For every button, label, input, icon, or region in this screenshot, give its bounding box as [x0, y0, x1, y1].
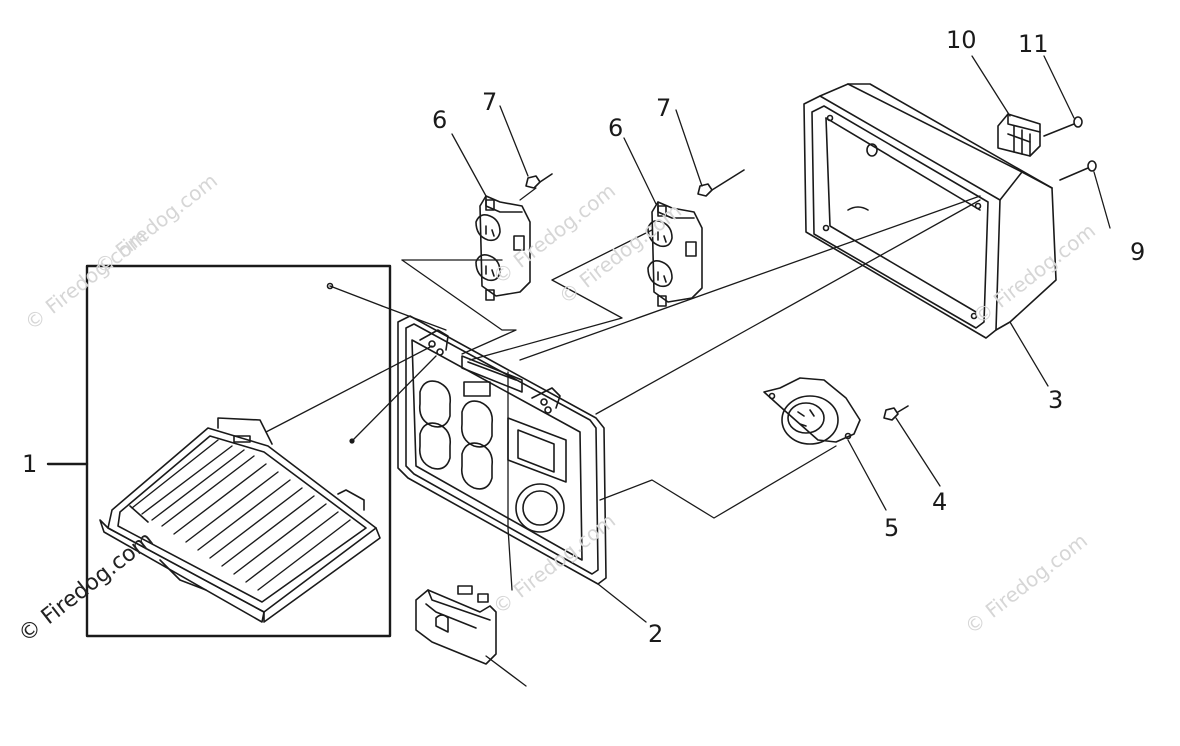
part-5-twist-lock-receptacle — [763, 377, 861, 445]
part-2-control-panel — [397, 315, 607, 585]
callout-11: 11 — [1018, 30, 1049, 58]
part-1-inset-box — [85, 264, 392, 638]
callout-3: 3 — [1048, 386, 1064, 414]
part-10-connector — [997, 113, 1041, 157]
part-7-nut-left — [525, 173, 553, 189]
callout-7-right: 7 — [656, 94, 672, 122]
callout-4: 4 — [932, 488, 948, 516]
part-6-receptacle-right — [647, 201, 703, 307]
part-4-nut — [883, 405, 909, 421]
part-1-cover — [99, 282, 383, 623]
part-6-receptacle-left — [475, 195, 531, 301]
part-9-screw — [1059, 160, 1097, 181]
callout-6-left: 6 — [432, 106, 448, 134]
part-11-screw — [1043, 116, 1083, 137]
callout-1: 1 — [22, 450, 38, 478]
callout-9: 9 — [1130, 238, 1146, 266]
callout-2: 2 — [648, 620, 664, 648]
callout-leaders — [451, 55, 1111, 687]
assembly-leaders — [265, 195, 981, 591]
callout-5: 5 — [884, 514, 900, 542]
callout-6-right: 6 — [608, 114, 624, 142]
callout-7-left: 7 — [482, 88, 498, 116]
rocker-switch — [415, 585, 497, 665]
callout-10: 10 — [946, 26, 977, 54]
part-7-nut-right — [697, 169, 745, 197]
